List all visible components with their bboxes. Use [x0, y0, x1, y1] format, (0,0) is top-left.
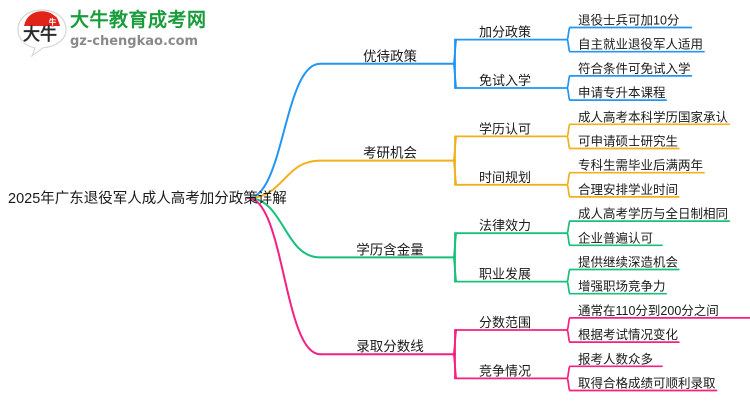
mindmap-leaf-node[interactable]: 报考人数众多 [578, 351, 653, 366]
logo-site-name: 大牛教育成考网 [70, 10, 207, 31]
sub-to-leaf-connector [566, 365, 571, 380]
mindmap-edges [247, 26, 750, 392]
mindmap-sub-node[interactable]: 加分政策 [479, 25, 531, 40]
root-to-branch-connector [247, 159, 321, 199]
mindmap-root-node[interactable]: 2025年广东退役军人成人高考加分政策详解 [8, 190, 287, 207]
mindmap-sub-node[interactable]: 学历认可 [479, 121, 531, 136]
sub-to-leaf-connector [566, 280, 571, 295]
sub-to-leaf-connector [566, 38, 571, 53]
logo-mark-icon: 牛 大牛 [16, 8, 68, 58]
mindmap-sub-node[interactable]: 时间规划 [479, 170, 531, 185]
mindmap-branch-node[interactable]: 录取分数线 [356, 339, 424, 354]
sub-to-leaf-connector [566, 26, 571, 41]
mindmap-leaf-node[interactable]: 通常在110分到200分之间 [578, 304, 719, 318]
mindmap-leaf-node[interactable]: 提供继续深造机会 [578, 255, 679, 270]
mindmap-leaf-node[interactable]: 退役士兵可加10分 [578, 13, 679, 28]
root-to-branch-connector [247, 62, 321, 199]
logo-site-url: gz-chengkao.com [70, 34, 199, 49]
mindmap-sub-node[interactable]: 法律效力 [479, 218, 531, 233]
sub-to-leaf-connector [566, 232, 571, 247]
mindmap-leaf-node[interactable]: 专科生需毕业后满两年 [578, 158, 703, 173]
mindmap-leaf-node[interactable]: 申请专升本课程 [578, 85, 666, 100]
sub-to-leaf-connector [566, 377, 571, 392]
svg-text:大牛: 大牛 [23, 24, 57, 44]
mindmap-leaf-node[interactable]: 企业普遍认可 [578, 230, 653, 245]
mindmap-branch-node[interactable]: 优待政策 [363, 48, 417, 64]
sub-to-leaf-connector [566, 329, 571, 343]
sub-to-leaf-connector [566, 87, 571, 101]
mindmap-sub-node[interactable]: 职业发展 [479, 267, 531, 282]
mindmap-sub-node[interactable]: 免试入学 [479, 73, 531, 88]
sub-to-leaf-connector [566, 123, 571, 138]
site-logo: 牛 大牛 大牛教育成考网 gz-chengkao.com [16, 6, 216, 62]
mindmap-sub-node[interactable]: 分数范围 [479, 315, 531, 330]
sub-to-leaf-connector [566, 317, 571, 331]
sub-to-leaf-connector [566, 75, 571, 89]
sub-to-leaf-connector [566, 171, 571, 186]
mindmap-leaf-node[interactable]: 根据考试情况变化 [578, 327, 679, 342]
mindmap-branch-node[interactable]: 考研机会 [363, 146, 417, 161]
sub-to-leaf-connector [566, 268, 571, 283]
sub-to-leaf-connector [566, 220, 571, 235]
mindmap-leaf-node[interactable]: 符合条件可免试入学 [578, 61, 691, 76]
mindmap-leaf-node[interactable]: 增强职场竞争力 [578, 279, 666, 294]
root-to-branch-connector [247, 197, 321, 259]
mindmap-branch-node[interactable]: 学历含金量 [356, 242, 424, 257]
mindmap-leaf-node[interactable]: 可申请硕士研究生 [578, 134, 678, 149]
root-to-branch-connector [247, 197, 321, 356]
mindmap-leaf-node[interactable]: 取得合格成绩可顺利录取 [578, 376, 716, 391]
sub-to-leaf-connector [566, 135, 571, 150]
mindmap-leaf-node[interactable]: 自主就业退役军人适用 [578, 37, 703, 52]
svg-text:牛: 牛 [49, 16, 57, 26]
mindmap-leaf-node[interactable]: 合理安排学业时间 [578, 182, 678, 197]
sub-to-leaf-connector [566, 183, 571, 198]
mindmap-leaf-node[interactable]: 成人高考本科学历国家承认 [578, 109, 729, 124]
mindmap-sub-node[interactable]: 竞争情况 [479, 363, 531, 378]
mindmap-labels: 2025年广东退役军人成人高考加分政策详解 退役士兵可加10分自主就业退役军人适用… [8, 13, 729, 391]
mindmap-leaf-node[interactable]: 成人高考学历与全日制相同 [578, 206, 728, 221]
